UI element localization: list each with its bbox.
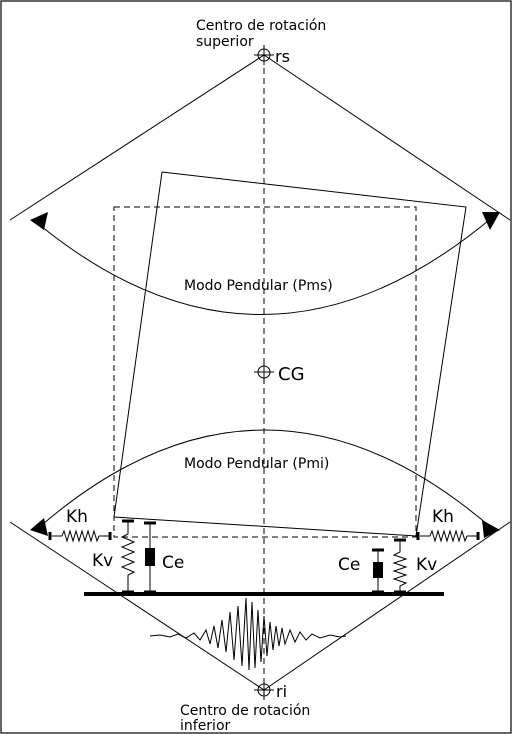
upper-left-radius (9, 54, 265, 221)
left-vertical-spring-icon (120, 519, 136, 594)
rs-label: rs (275, 47, 290, 66)
right-vertical-spring-icon (392, 538, 408, 594)
right-damper-icon (372, 548, 384, 594)
original-block-outline (113, 206, 417, 538)
kv-left-label: Kv (92, 551, 113, 571)
lower-left-arrowhead (30, 518, 48, 536)
bottom-center-title-line2: inferior (180, 718, 231, 734)
right-horizontal-spring-icon (416, 529, 480, 543)
left-damper-icon (144, 521, 156, 594)
upper-right-radius (263, 54, 511, 221)
cg-label: CG (278, 364, 305, 385)
kh-left-label: Kh (66, 507, 88, 527)
ri-point-icon (254, 680, 274, 700)
kv-right-label: Kv (416, 555, 437, 575)
rs-point-icon (254, 45, 274, 65)
upper-right-arrowhead (482, 212, 500, 230)
ce-left-label: Ce (162, 553, 184, 573)
left-horizontal-spring-icon (48, 529, 112, 543)
upper-mode-label: Modo Pendular (Pms) (184, 278, 333, 294)
cg-icon (254, 362, 274, 382)
lower-mode-label: Modo Pendular (Pmi) (184, 456, 329, 472)
lower-left-radius (9, 521, 265, 691)
upper-pendular-arc (35, 215, 495, 315)
rotated-block (113, 171, 467, 537)
kh-right-label: Kh (432, 507, 454, 527)
upper-left-arrowhead (30, 212, 48, 230)
top-center-title-line1: Centro de rotación (196, 18, 326, 34)
lower-right-radius (263, 521, 511, 691)
ri-label: ri (276, 682, 287, 701)
seismogram-trace (149, 597, 347, 671)
lower-pendular-arc (35, 429, 495, 531)
top-center-title-line2: superior (196, 34, 254, 50)
bottom-center-title-line1: Centro de rotación (180, 703, 310, 719)
lower-right-arrowhead (482, 520, 500, 538)
ce-right-label: Ce (338, 555, 360, 575)
